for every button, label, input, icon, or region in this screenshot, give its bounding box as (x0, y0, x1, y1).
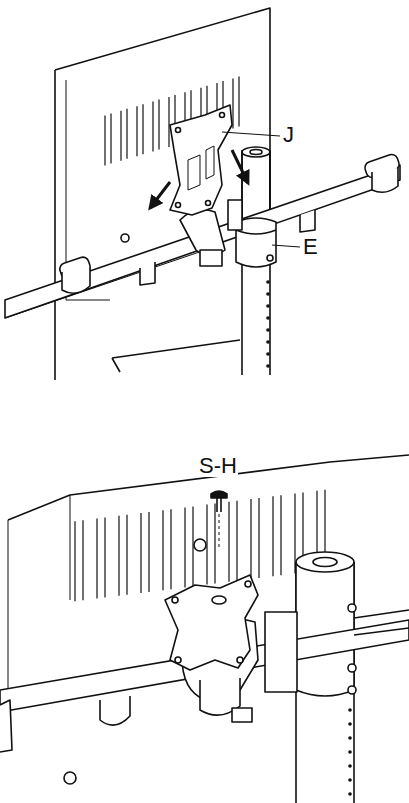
pole-hole (348, 792, 352, 796)
pole-hole (348, 764, 352, 768)
pole-hole (348, 722, 352, 726)
vesa-plate-bottom (165, 575, 258, 670)
pole-holes (348, 708, 352, 796)
pole-hole (266, 364, 270, 368)
vent-slot (250, 499, 251, 579)
vent-slot (280, 495, 281, 575)
vent-slot (236, 501, 237, 581)
pole-hole (348, 750, 352, 754)
leader-line (272, 245, 300, 247)
monitor-back-top (55, 8, 270, 380)
monitor-back-bottom (8, 455, 409, 784)
pole-hole (266, 292, 270, 296)
vent-slot (162, 510, 163, 590)
leader-line (222, 132, 280, 136)
vent-slot (142, 104, 143, 154)
pole-hole (266, 316, 270, 320)
vent-slot (136, 106, 137, 156)
pole-hole (266, 340, 270, 344)
vent-slot (118, 516, 119, 596)
direction-arrow (150, 182, 170, 208)
pole-hole (266, 328, 270, 332)
vent-slot (74, 521, 75, 601)
vent-slot (152, 102, 153, 152)
pole-bottom (296, 552, 356, 803)
pole-hole (266, 304, 270, 308)
pole-hole (348, 708, 352, 712)
pole-hole (348, 736, 352, 740)
part-label: S-H (198, 455, 238, 477)
vent-slot (120, 111, 121, 161)
vent-slot (232, 78, 233, 128)
vent-slot (206, 505, 207, 585)
vent-slot (184, 507, 185, 587)
vent-slot (140, 513, 141, 593)
part-label: J (282, 124, 295, 146)
part-label: E (302, 236, 319, 258)
vent-slot (104, 518, 105, 598)
vent-slots (75, 490, 325, 602)
clamp-E (228, 200, 276, 267)
vent-slot (258, 498, 259, 578)
pivot-top (180, 210, 225, 266)
vent-slot (272, 496, 273, 576)
pole-holes (266, 280, 270, 368)
pole-hole (348, 778, 352, 782)
vent-slot (214, 504, 215, 584)
pole-hole (266, 280, 270, 284)
vent-slot (148, 512, 149, 592)
vent-slot (96, 519, 97, 599)
vent-slot (228, 502, 229, 582)
vent-slot (126, 515, 127, 595)
vent-slot (170, 509, 171, 589)
pole-hole (266, 352, 270, 356)
vesa-plate-J (170, 105, 232, 215)
vent-slot (126, 109, 127, 159)
vent-slot (158, 100, 159, 150)
vent-slot (168, 97, 169, 147)
vent-slot (192, 506, 193, 586)
direction-arrow (232, 150, 248, 183)
vent-slot (104, 116, 105, 166)
screw-S-H (211, 491, 227, 604)
vent-slot (82, 520, 83, 600)
vent-slot (238, 76, 239, 126)
vent-slot (110, 114, 111, 164)
